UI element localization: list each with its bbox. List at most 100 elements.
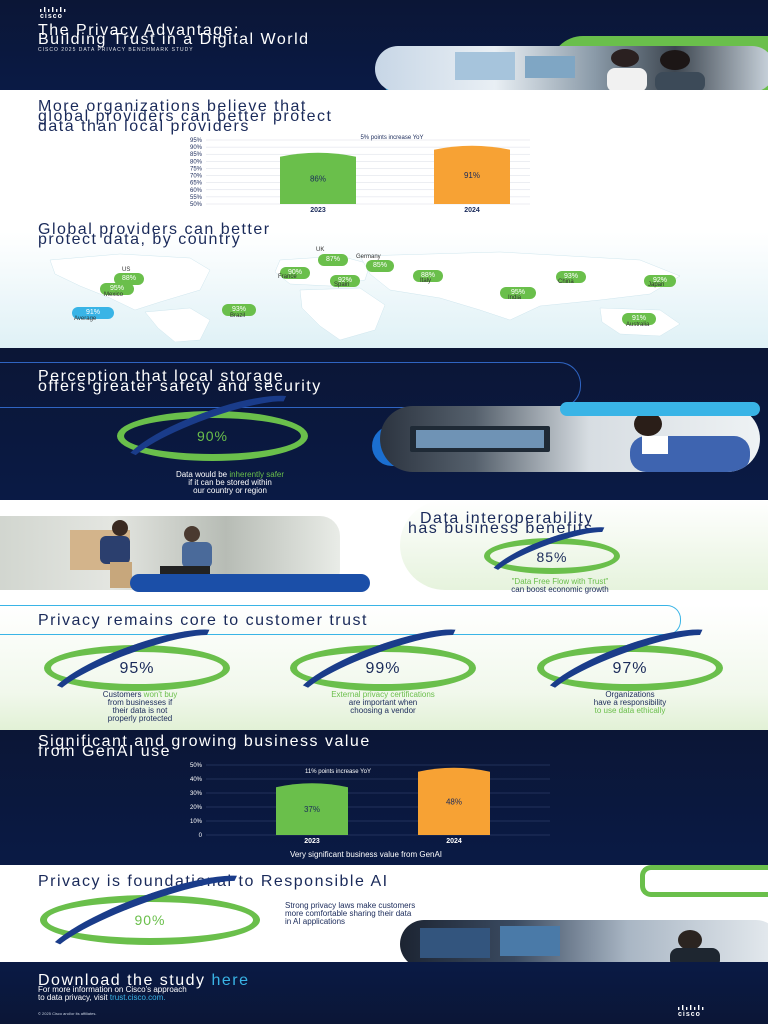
genai-title-line1: Significant and growing business value — [38, 733, 371, 750]
footer-info: For more information on Cisco's approach… — [38, 985, 187, 1002]
x-tick-label: 2023 — [304, 838, 320, 845]
responsible-ai-title: Privacy is foundational to Responsible A… — [38, 873, 389, 890]
footer-copyright: © 2025 Cisco and/or its affiliates. — [38, 1011, 97, 1016]
download-link[interactable]: here — [211, 972, 250, 989]
global-providers-chart: 95%90%85%80%75%70%65%60%55%50%5% points … — [190, 135, 530, 214]
bar-2024 — [434, 145, 510, 204]
map-value-india: 95% — [500, 287, 536, 299]
global-title-line2: global providers can better protect — [38, 108, 333, 125]
map-value-us: 88% — [114, 273, 144, 285]
map-label-uk: UK — [316, 247, 325, 253]
bar-2023 — [276, 783, 348, 835]
map-label-italy: Italy — [420, 278, 432, 284]
page-title-line2: Building Trust in a Digital World — [38, 31, 310, 48]
y-tick-label: 50% — [190, 763, 203, 769]
bar-value-label: 37% — [304, 805, 320, 814]
interop-section: Data interoperability has business benef… — [0, 500, 768, 605]
local-storage-value: 90% — [196, 428, 229, 444]
footer-logo-text: cisco — [678, 1011, 701, 1018]
interop-blue-swoosh — [130, 574, 370, 592]
map-label-germany: Germany — [356, 254, 381, 260]
map-value-mexico: 95% — [100, 283, 134, 295]
y-tick-label: 0 — [199, 833, 203, 839]
bar-value-label: 86% — [310, 174, 326, 183]
map-value-average: 91% — [72, 307, 114, 319]
page-subtitle: CISCO 2025 DATA PRIVACY BENCHMARK STUDY — [38, 47, 194, 53]
local-storage-photo — [380, 406, 760, 472]
page-title-line1: The Privacy Advantage: — [38, 22, 240, 39]
trust-ring-3: 97% — [534, 614, 726, 722]
header-logo-text: cisco — [40, 13, 63, 20]
local-storage-ring: 90% — [114, 379, 311, 493]
map-label-brazil: Brazil — [230, 313, 246, 319]
trust-title: Privacy remains core to customer trust — [38, 612, 368, 629]
interop-value: 85% — [536, 549, 568, 565]
map-label-china: China — [558, 279, 574, 285]
trust-title-swoosh — [0, 605, 681, 635]
header-office-photo — [375, 46, 768, 90]
y-tick-label: 30% — [190, 791, 203, 797]
footer-cisco-logo-icon — [678, 1005, 704, 1010]
map-label-france: France — [278, 274, 297, 280]
map-value-germany: 85% — [366, 260, 394, 272]
y-tick-label: 80% — [190, 159, 203, 165]
y-tick-label: 70% — [190, 174, 203, 180]
bar-value-label: 48% — [446, 797, 462, 806]
y-tick-label: 65% — [190, 181, 203, 187]
map-label-india: India — [508, 295, 522, 301]
map-title-line2: protect data, by country — [38, 231, 242, 248]
trust-section: Privacy remains core to customer trust 9… — [0, 605, 768, 730]
map-label-australia: Australia — [626, 322, 650, 328]
local-storage-title-line2: offers greater safety and security — [38, 378, 322, 395]
trust-caption-2: External privacy certifications are impo… — [331, 690, 435, 715]
map-value-uk: 87% — [318, 254, 348, 266]
chart-annotation: 5% points increase YoY — [360, 135, 423, 141]
map-label-average: Average — [74, 316, 97, 322]
y-tick-label: 90% — [190, 145, 203, 151]
responsible-ai-ring: 90% — [38, 865, 262, 962]
download-heading: Download the study here — [38, 972, 250, 989]
map-value-italy: 88% — [413, 270, 443, 282]
genai-value-chart: 50%40%30%20%10%011% points increase YoY3… — [190, 763, 550, 859]
responsible-ai-swoosh — [640, 865, 768, 897]
genai-section: Significant and growing business value f… — [0, 730, 768, 865]
map-value-japan: 92% — [644, 275, 676, 287]
responsible-ai-section: Privacy is foundational to Responsible A… — [0, 865, 768, 962]
y-tick-label: 85% — [190, 152, 203, 158]
local-storage-title-swoosh — [0, 362, 581, 408]
trust-caption-1: Customers won't buy from businesses if t… — [102, 690, 178, 723]
x-tick-label: 2024 — [464, 207, 480, 214]
trust-cisco-link[interactable]: trust.cisco.com. — [109, 993, 166, 1002]
footer-section: Download the study here For more informa… — [0, 962, 768, 1024]
map-label-japan: Japan — [648, 282, 665, 288]
map-label-spain: Spain — [334, 282, 350, 288]
global-title-line1: More organizations believe that — [38, 98, 307, 115]
genai-title-line2: from GenAI use — [38, 743, 172, 760]
local-storage-title-line1: Perception that local storage — [38, 368, 285, 385]
bar-2023 — [280, 152, 356, 204]
interop-ring: 85% — [481, 515, 623, 597]
map-label-mexico: Mexico — [104, 292, 124, 298]
chart-annotation: 11% points increase YoY — [305, 769, 371, 775]
interop-title-line2: has business benefits — [408, 520, 594, 537]
trust-ring-2: 99% — [287, 614, 479, 722]
trust-caption-3: Organizations have a responsibility to u… — [593, 690, 667, 715]
global-providers-section: More organizations believe that global p… — [0, 90, 768, 348]
x-axis-label: Very significant business value from Gen… — [290, 850, 442, 859]
bar-2024 — [418, 767, 490, 835]
y-tick-label: 50% — [190, 202, 203, 208]
cisco-logo-icon — [40, 7, 66, 12]
responsible-ai-value: 90% — [134, 912, 166, 928]
header-section: cisco The Privacy Advantage: Building Tr… — [0, 0, 768, 90]
trust-value-1: 95% — [119, 660, 155, 677]
map-title-line1: Global providers can better — [38, 221, 271, 238]
interop-caption: "Data Free Flow with Trust" can boost ec… — [511, 577, 609, 594]
trust-value-3: 97% — [612, 660, 648, 677]
y-tick-label: 55% — [190, 195, 203, 201]
y-tick-label: 60% — [190, 188, 203, 194]
map-value-australia: 91% — [622, 313, 656, 325]
responsible-ai-text: Strong privacy laws make customers more … — [285, 901, 416, 926]
bar-value-label: 91% — [464, 171, 480, 180]
y-tick-label: 95% — [190, 138, 203, 144]
